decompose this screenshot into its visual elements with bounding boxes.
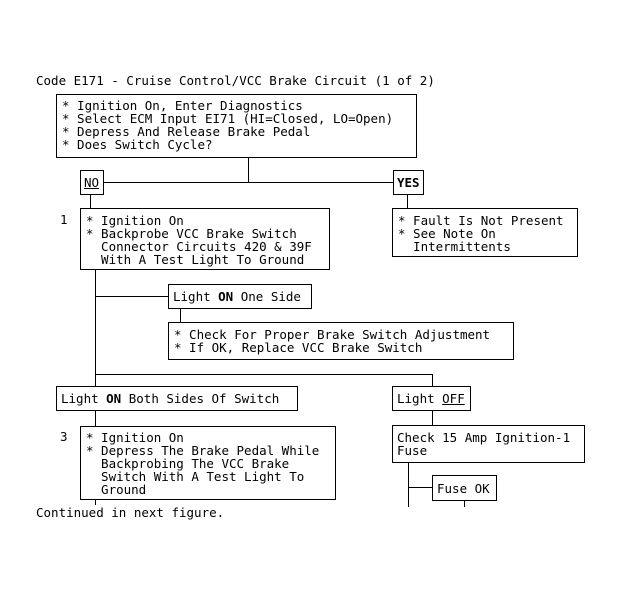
light-off-text: Light OFF (397, 392, 466, 405)
fuse-ok-box: Fuse OK (432, 475, 497, 501)
yes-to-result-connector (407, 195, 408, 209)
no-to-step1-connector (90, 195, 91, 209)
start-box-line: * Does Switch Cycle? (62, 137, 213, 152)
step3-line: Switch With A Test Light To (86, 469, 305, 484)
one-side-action-line: * If OK, Replace VCC Brake Switch (174, 340, 423, 355)
both-off-branch-line (95, 374, 433, 375)
step3-box: * Ignition On * Depress The Brake Pedal … (80, 426, 336, 500)
start-box-down-connector (248, 158, 249, 182)
label-part-bold: ON (218, 289, 234, 304)
label-part-bold: ON (106, 391, 122, 406)
both-sides-branch-connector (95, 374, 96, 386)
step1-line: * Backprobe VCC Brake Switch (86, 226, 297, 241)
label-part: Light (397, 391, 443, 406)
off-branch-connector (432, 374, 433, 386)
start-box-line: * Depress And Release Brake Pedal (62, 124, 311, 139)
both-to-step3-connector (95, 410, 96, 427)
yes-result-box: * Fault Is Not Present * See Note On Int… (392, 208, 578, 257)
label-part-underlined: OFF (442, 391, 465, 406)
step3-line: Backprobing The VCC Brake (86, 456, 290, 471)
step1-line: * Ignition On (86, 213, 184, 228)
start-box-line: * Select ECM Input EI71 (HI=Closed, LO=O… (62, 111, 394, 126)
yes-result-line: Intermittents (398, 239, 511, 254)
label-part: Light (61, 391, 107, 406)
step3-line: * Depress The Brake Pedal While (86, 443, 320, 458)
step3-line: * Ignition On (86, 430, 184, 445)
yes-label-text: YES (397, 175, 420, 190)
step-number-1: 1 (60, 212, 68, 227)
yes-branch-label: YES (393, 170, 424, 195)
one-side-branch-line (95, 296, 168, 297)
label-part: Light (173, 289, 219, 304)
fuse-ok-down-connector (464, 500, 465, 507)
no-branch-label: NO (80, 170, 104, 195)
no-yes-branch-line (103, 182, 393, 183)
label-part: Both Sides Of Switch (121, 391, 280, 406)
diagram-title: Code E171 - Cruise Control/VCC Brake Cir… (36, 73, 435, 88)
yes-result-line: * Fault Is Not Present (398, 213, 564, 228)
continued-footer: Continued in next figure. (36, 505, 225, 520)
one-side-action-line: * Check For Proper Brake Switch Adjustme… (174, 327, 491, 342)
step3-line: Ground (86, 482, 147, 497)
start-box-line: * Ignition On, Enter Diagnostics (62, 98, 303, 113)
fuse-check-box: Check 15 Amp Ignition-1 Fuse (392, 425, 585, 463)
yes-result-line: * See Note On (398, 226, 496, 241)
fuse-check-line: Fuse (397, 443, 428, 458)
label-part: One Side (233, 289, 301, 304)
step1-line: With A Test Light To Ground (86, 252, 305, 267)
start-box: * Ignition On, Enter Diagnostics * Selec… (56, 94, 417, 158)
fuse-trunk-line (408, 462, 409, 507)
one-side-to-action-connector (180, 309, 181, 323)
one-side-action-box: * Check For Proper Brake Switch Adjustme… (168, 322, 514, 360)
light-on-one-side-box: Light ON One Side (168, 284, 312, 309)
light-on-both-sides-box: Light ON Both Sides Of Switch (56, 386, 298, 411)
no-label-text: NO (84, 175, 100, 190)
fuse-check-line: Check 15 Amp Ignition-1 (397, 430, 571, 445)
light-on-one-side-text: Light ON One Side (173, 290, 307, 303)
fuse-ok-text: Fuse OK (437, 481, 490, 496)
step-number-3: 3 (60, 429, 68, 444)
step1-box: * Ignition On * Backprobe VCC Brake Swit… (80, 208, 330, 270)
light-off-box: Light OFF (392, 386, 471, 411)
step1-line: Connector Circuits 420 & 39F (86, 239, 312, 254)
off-to-fuse-connector (432, 410, 433, 426)
fuse-ok-branch-line (408, 487, 432, 488)
light-on-both-sides-text: Light ON Both Sides Of Switch (61, 392, 293, 405)
